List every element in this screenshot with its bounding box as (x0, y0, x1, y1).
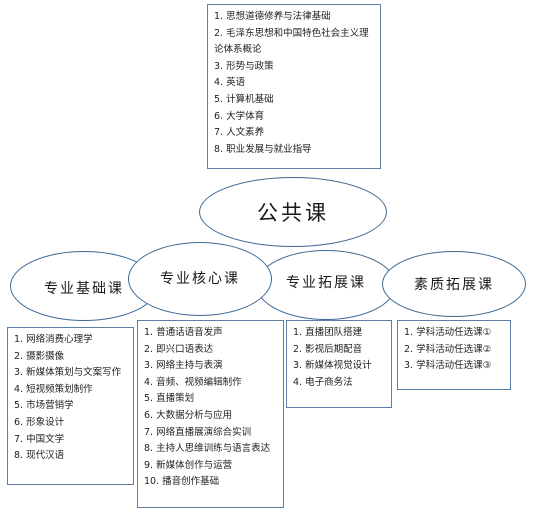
list-item: 7. 中国文学 (14, 433, 65, 445)
list-item: 4. 音频、视频编辑制作 (144, 376, 242, 388)
public-course-label: 公共课 (257, 201, 329, 225)
list-item: 1. 直播团队搭建 (293, 327, 363, 338)
list-item: 1. 普通话语音发声 (144, 327, 223, 338)
quality-expand-course-label: 素质拓展课 (414, 277, 494, 293)
major-core-course-node: 专业核心课 (128, 242, 272, 316)
list-item: 3. 新媒体视觉设计 (293, 360, 372, 372)
major-expand-course-node: 专业拓展课 (256, 250, 396, 320)
major-core-courses-box: 1. 普通话语音发声 2. 即兴口语表达 3. 网络主持与表演 4. 音频、视频… (137, 320, 284, 508)
list-item: 6. 大学体育 (214, 110, 265, 122)
list-item: 8. 职业发展与就业指导 (214, 143, 312, 155)
list-item: 1. 网络消费心理学 (14, 334, 93, 345)
list-item: 8. 现代汉语 (14, 450, 65, 462)
list-item: 4. 英语 (214, 77, 246, 89)
list-item: 3. 新媒体策划与文案写作 (14, 367, 122, 379)
list-item: 4. 短视频策划制作 (14, 383, 93, 395)
quality-expand-course-node: 素质拓展课 (382, 251, 526, 317)
list-item: 1. 学科活动任选课① (404, 327, 492, 338)
list-item: 10. 播音创作基础 (144, 476, 220, 488)
list-item: 2. 毛泽东思想和中国特色社会主义理论体系概论 (214, 27, 369, 56)
list-item: 3. 网络主持与表演 (144, 360, 223, 372)
list-item: 9. 新媒体创作与运营 (144, 459, 233, 471)
list-item: 3. 学科活动任选课③ (404, 360, 492, 372)
list-item: 3. 形势与政策 (214, 60, 274, 72)
list-item: 6. 大数据分析与应用 (144, 409, 233, 421)
list-item: 6. 形象设计 (14, 416, 65, 428)
major-core-course-label: 专业核心课 (160, 271, 240, 287)
public-courses-box: 1. 思想道德修养与法律基础 2. 毛泽东思想和中国特色社会主义理论体系概论 3… (207, 4, 381, 169)
major-basic-course-label: 专业基础课 (44, 281, 124, 297)
list-item: 2. 影视后期配音 (293, 343, 363, 355)
list-item: 7. 人文素养 (214, 127, 265, 139)
quality-expand-courses-box: 1. 学科活动任选课① 2. 学科活动任选课② 3. 学科活动任选课③ (397, 320, 511, 390)
major-expand-course-label: 专业拓展课 (286, 275, 366, 291)
list-item: 5. 直播策划 (144, 393, 195, 405)
list-item: 8. 主持人思维训练与语言表达 (144, 443, 271, 455)
list-item: 5. 计算机基础 (214, 93, 274, 105)
list-item: 2. 即兴口语表达 (144, 343, 214, 355)
major-basic-courses-box: 1. 网络消费心理学 2. 摄影摄像 3. 新媒体策划与文案写作 4. 短视频策… (7, 327, 134, 485)
list-item: 2. 摄影摄像 (14, 350, 65, 362)
major-expand-courses-box: 1. 直播团队搭建 2. 影视后期配音 3. 新媒体视觉设计 4. 电子商务法 (286, 320, 392, 408)
list-item: 1. 思想道德修养与法律基础 (214, 11, 331, 22)
public-course-node: 公共课 (199, 177, 387, 247)
list-item: 2. 学科活动任选课② (404, 343, 492, 355)
list-item: 5. 市场营销学 (14, 400, 74, 412)
list-item: 4. 电子商务法 (293, 376, 353, 388)
list-item: 7. 网络直播展演综合实训 (144, 426, 252, 438)
